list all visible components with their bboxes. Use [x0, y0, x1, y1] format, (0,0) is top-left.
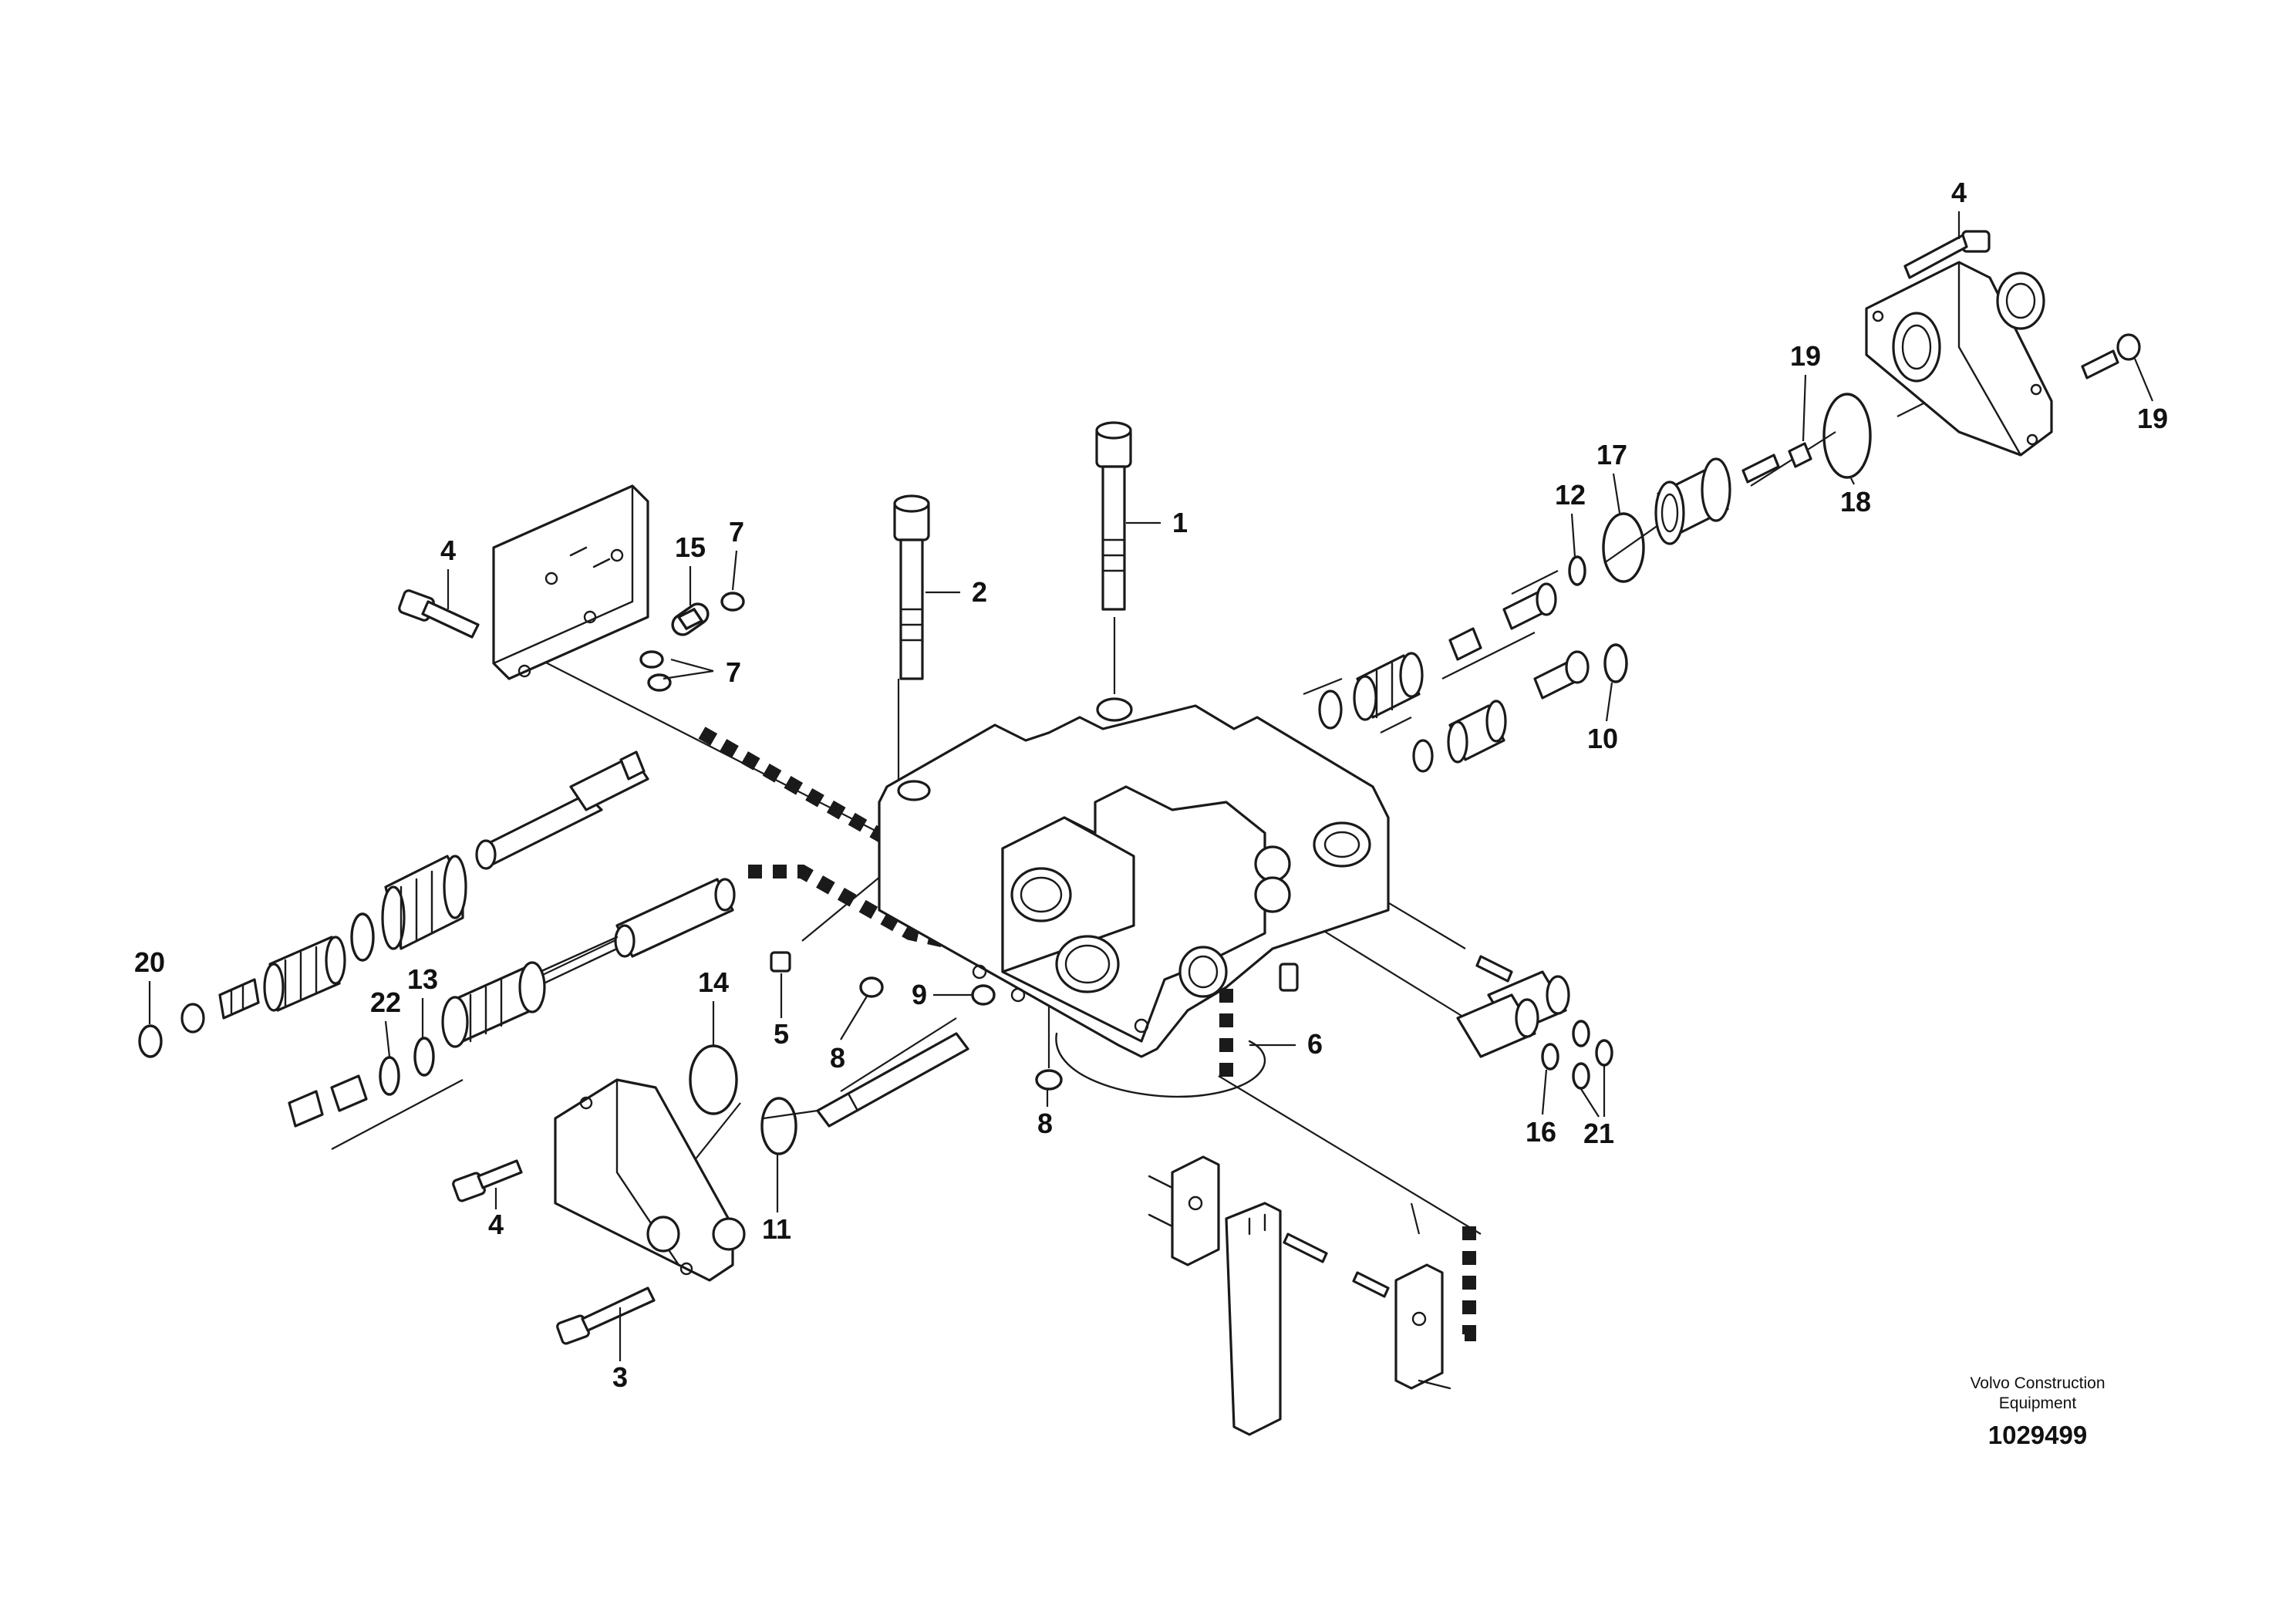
cover-screw-4-left	[398, 589, 480, 639]
retaining-ring	[350, 912, 375, 962]
callout-16: 16	[1526, 1116, 1556, 1148]
linkage-bracket-left	[1148, 1155, 1220, 1266]
right-spring-assembly	[1318, 627, 1482, 730]
callout-18: 18	[1840, 486, 1871, 518]
cap-screw-2	[893, 494, 930, 680]
left-cover-plate	[492, 484, 649, 680]
spool-sleeve	[381, 855, 467, 950]
valve-poppet-12	[1502, 555, 1586, 630]
ring-10	[1603, 643, 1628, 683]
callout-labels: 1 2 3 4 4 4 5 6 7 7 8 8 9 10 11 12 13 14	[134, 177, 2168, 1393]
spring-large	[263, 936, 346, 1012]
linkage-pins	[1283, 1233, 1390, 1298]
ring-11-14	[689, 1044, 797, 1155]
lower-cover	[554, 1078, 746, 1282]
callout-14: 14	[698, 966, 729, 998]
callout-21: 21	[1583, 1118, 1614, 1149]
spring-seat	[180, 1003, 205, 1034]
footer: Volvo Construction Equipment 1029499	[1970, 1374, 2105, 1449]
callout-4-lower: 4	[488, 1209, 504, 1240]
rings-8-9	[859, 976, 1063, 1091]
callout-4-left: 4	[440, 534, 456, 566]
callout-12: 12	[1555, 479, 1586, 511]
main-spool	[475, 750, 649, 870]
valve-housing	[878, 697, 1390, 1058]
spring-small	[218, 978, 260, 1020]
linkage-lever	[1225, 1202, 1282, 1436]
brand-line-1: Volvo Construction	[1970, 1374, 2105, 1392]
set-screw-19-right	[2081, 333, 2141, 379]
ring-20	[138, 1024, 163, 1058]
brand-line-2: Equipment	[1999, 1394, 2077, 1412]
callout-22: 22	[370, 986, 401, 1018]
linkage-bracket-right	[1394, 1263, 1451, 1390]
end-cover-screw	[1903, 230, 1991, 279]
cap-screw-1	[1095, 421, 1132, 611]
right-plungers	[1456, 955, 1613, 1090]
seal-rings-7-15	[639, 592, 745, 692]
base-seal	[1055, 1032, 1266, 1098]
callout-9: 9	[912, 979, 927, 1010]
callout-2: 2	[972, 576, 987, 608]
callout-17: 17	[1596, 439, 1627, 470]
end-cover-seal	[1996, 271, 2045, 330]
cover-screw-3	[556, 1286, 656, 1345]
callout-7-top: 7	[729, 516, 744, 548]
callout-10: 10	[1587, 723, 1618, 754]
long-shaft	[816, 1032, 969, 1128]
callout-8-lower: 8	[1037, 1108, 1053, 1139]
document-number: 1029499	[1988, 1421, 2087, 1449]
plug-5	[770, 951, 791, 973]
callout-6: 6	[1307, 1028, 1323, 1060]
ring-18	[1822, 393, 1872, 479]
callout-13: 13	[407, 963, 438, 995]
callout-11: 11	[762, 1213, 791, 1245]
callout-1: 1	[1172, 507, 1188, 538]
callout-20: 20	[134, 946, 165, 978]
ring-17	[1602, 512, 1645, 583]
callout-5: 5	[774, 1018, 789, 1050]
pilot-piston	[538, 878, 736, 985]
callout-7-lower: 7	[726, 656, 741, 688]
callout-19-right: 19	[2137, 403, 2168, 434]
cover-screw-4-lower	[452, 1159, 523, 1202]
plug-small	[288, 1074, 368, 1128]
rings-13-22	[379, 1037, 435, 1096]
right-lower-spring	[1412, 650, 1590, 773]
lower-sleeve	[441, 961, 546, 1048]
callout-3: 3	[612, 1361, 628, 1393]
callout-8-left: 8	[830, 1042, 845, 1074]
callout-19-left: 19	[1790, 340, 1821, 372]
callout-4-right: 4	[1951, 177, 1967, 208]
adjuster-sleeve	[1654, 457, 1731, 545]
set-screw-nut	[1741, 442, 1812, 484]
callout-15: 15	[675, 531, 706, 563]
pin-right	[1279, 963, 1299, 992]
